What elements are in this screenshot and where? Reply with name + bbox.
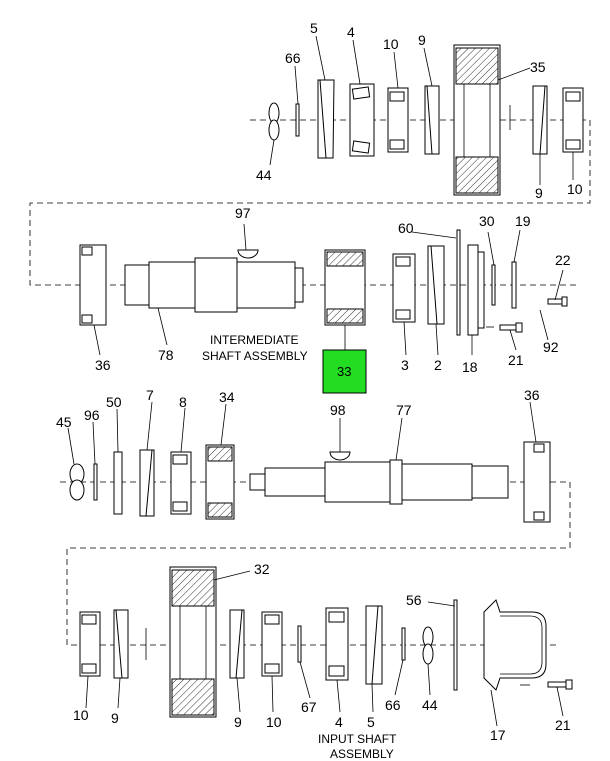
label-21: 21 — [508, 352, 524, 368]
part-10-bearing-row4b[interactable] — [261, 611, 283, 677]
caption-input-line1: INPUT SHAFT — [318, 732, 397, 746]
label-50: 50 — [106, 394, 122, 410]
label-36b: 36 — [524, 387, 540, 403]
label-3: 3 — [401, 357, 409, 373]
label-10d: 10 — [266, 714, 282, 730]
label-45: 45 — [56, 414, 72, 430]
label-9c: 9 — [111, 710, 119, 726]
label-98: 98 — [330, 402, 346, 418]
part-10-bearing-right[interactable] — [562, 87, 584, 153]
row-1-assembly — [250, 35, 590, 196]
connector-1-2 — [29, 120, 591, 286]
label-9d: 9 — [234, 714, 242, 730]
part-97-key[interactable] — [237, 249, 259, 259]
part-22-bolt[interactable] — [547, 296, 568, 307]
part-32-gear[interactable] — [169, 566, 217, 718]
label-44b: 44 — [422, 697, 438, 713]
label-5b: 5 — [367, 714, 375, 730]
label-10: 10 — [383, 36, 399, 52]
part-45-nut[interactable] — [69, 463, 85, 501]
part-9-bearing-cup-right[interactable] — [532, 85, 548, 155]
label-35: 35 — [530, 59, 546, 75]
label-21b: 21 — [555, 717, 571, 733]
part-78-intermediate-shaft[interactable] — [124, 257, 304, 313]
part-21-bolt-row4[interactable] — [520, 679, 573, 690]
part-5-bearing-cup-row4[interactable] — [365, 605, 383, 685]
label-5: 5 — [310, 20, 318, 36]
part-19-plate[interactable] — [511, 261, 517, 309]
part-8-bearing-cone[interactable] — [170, 451, 192, 515]
label-10b: 10 — [567, 181, 583, 197]
label-22: 22 — [555, 252, 571, 268]
row-2-intermediate-shaft — [79, 223, 580, 356]
caption-intermediate-line2: SHAFT ASSEMBLY — [202, 349, 308, 363]
part-9-bearing-cup-row4b[interactable] — [229, 609, 245, 679]
part-96-washer[interactable] — [93, 463, 98, 501]
label-32: 32 — [254, 561, 270, 577]
label-67: 67 — [301, 699, 317, 715]
label-10c: 10 — [73, 707, 89, 723]
part-9-bearing-cup[interactable] — [424, 85, 440, 155]
part-66-washer-row4[interactable] — [401, 627, 406, 661]
label-30: 30 — [479, 213, 495, 229]
label-44: 44 — [256, 167, 272, 183]
part-3-bearing-cone[interactable] — [392, 253, 416, 323]
label-4b: 4 — [335, 714, 343, 730]
label-96: 96 — [84, 407, 100, 423]
label-66: 66 — [285, 50, 301, 66]
label-56: 56 — [406, 592, 422, 608]
part-33-gear[interactable] — [324, 249, 366, 326]
label-60: 60 — [398, 220, 414, 236]
label-66b: 66 — [385, 697, 401, 713]
label-9: 9 — [418, 32, 426, 48]
label-97: 97 — [235, 205, 251, 221]
label-77: 77 — [396, 402, 412, 418]
part-36-sleeve-row3[interactable] — [523, 441, 551, 523]
label-4: 4 — [347, 24, 355, 40]
label-9b: 9 — [535, 185, 543, 201]
row-3-input-shaft — [60, 401, 570, 523]
part-21-bolt[interactable] — [486, 322, 523, 333]
caption-intermediate-line1: INTERMEDIATE — [210, 333, 298, 347]
part-77-input-shaft[interactable] — [249, 459, 509, 505]
part-56-gasket[interactable] — [453, 599, 458, 691]
part-98-key[interactable] — [329, 451, 351, 461]
part-18-retainer[interactable] — [467, 244, 485, 336]
part-44-nut[interactable] — [268, 102, 280, 141]
part-10-bearing-row4a[interactable] — [79, 611, 101, 677]
part-30-spacer[interactable] — [491, 264, 496, 306]
part-34-gear[interactable] — [205, 444, 235, 520]
label-36: 36 — [95, 357, 111, 373]
part-9-bearing-cup-row4a[interactable] — [113, 609, 129, 679]
part-66-washer[interactable] — [295, 103, 300, 137]
part-5-bearing-cup[interactable] — [317, 79, 335, 159]
part-35-gear[interactable] — [453, 44, 501, 196]
label-17: 17 — [490, 727, 506, 743]
connector-3-4 — [66, 482, 571, 646]
part-4-bearing-cone-row4[interactable] — [325, 607, 349, 681]
label-18: 18 — [462, 359, 478, 375]
label-92: 92 — [543, 339, 559, 355]
part-7-bearing-cup[interactable] — [139, 449, 155, 517]
caption-input-line2: ASSEMBLY — [330, 747, 394, 761]
part-36-sleeve[interactable] — [79, 244, 107, 326]
label-7: 7 — [146, 387, 154, 403]
highlight-33-button[interactable]: 33 — [322, 349, 367, 394]
label-19: 19 — [515, 213, 531, 229]
part-4-bearing-cone[interactable] — [349, 83, 375, 157]
part-10-bearing[interactable] — [387, 87, 409, 153]
row-4-assembly — [79, 566, 573, 727]
label-8: 8 — [179, 394, 187, 410]
highlight-33-label: 33 — [337, 364, 351, 379]
part-50-spacer[interactable] — [113, 451, 123, 515]
label-34: 34 — [219, 389, 235, 405]
part-17-cover[interactable] — [483, 599, 547, 691]
part-2-bearing-cup[interactable] — [427, 245, 445, 325]
label-2: 2 — [434, 357, 442, 373]
part-44-nut-row4[interactable] — [422, 626, 434, 665]
part-67-washer[interactable] — [297, 625, 302, 663]
label-78: 78 — [158, 347, 174, 363]
part-60-shim[interactable] — [456, 229, 461, 336]
